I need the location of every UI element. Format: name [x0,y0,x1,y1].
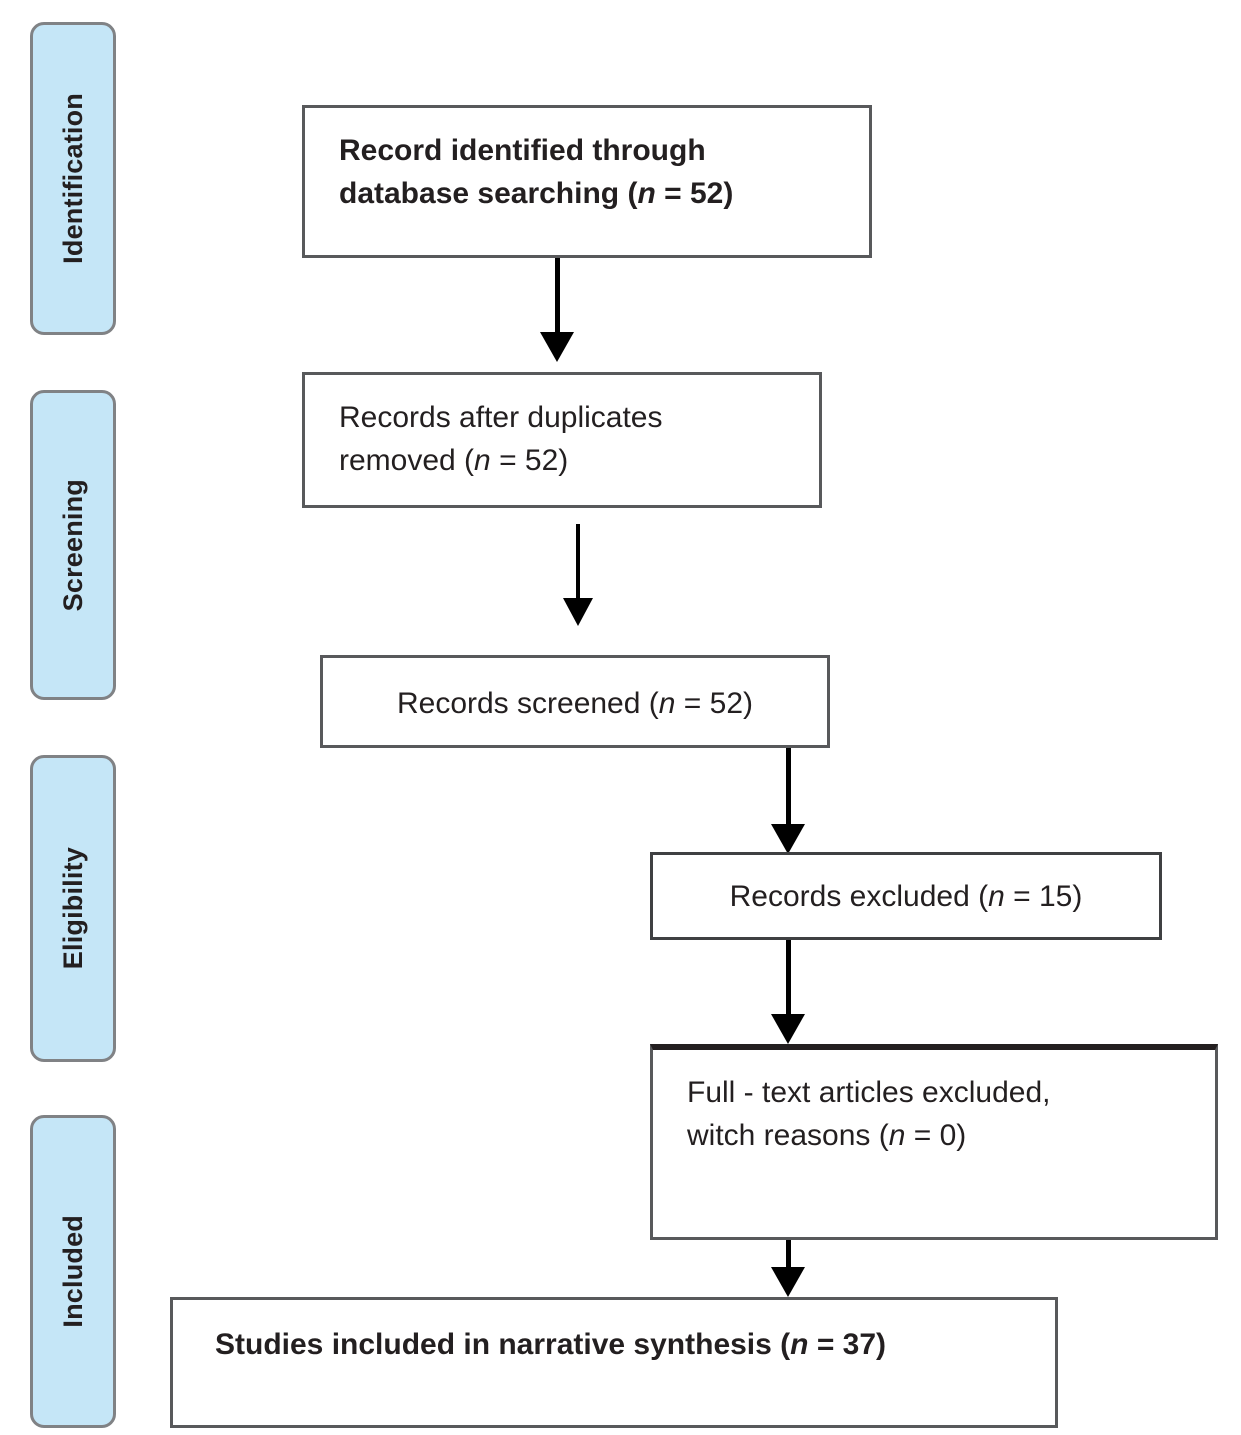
node-studies-included: Studies included in narrative synthesis … [170,1297,1058,1428]
node-fulltext-excluded: Full - text articles excluded, witch reas… [650,1044,1218,1240]
arrow-identified-to-duplicates [540,258,574,362]
node-text-line2-pre: database searching ( [339,176,638,210]
arrow-shaft [576,524,580,598]
arrow-excluded-to-fulltext [771,940,805,1044]
n-symbol: n [658,687,676,720]
node-text-line1-post: = 52) [675,687,754,720]
node-records-after-duplicates-text: Records after duplicates removed (n = 52) [305,375,663,482]
stage-identification: Identification [30,22,116,335]
stage-included: Included [30,1115,116,1428]
arrow-head [771,824,805,854]
node-records-screened: Records screened (n = 52) [320,655,830,748]
n-symbol: n [474,443,491,477]
arrow-shaft [785,1240,791,1268]
stage-eligibility-label: Eligibility [57,847,88,970]
n-symbol: n [888,1118,906,1152]
node-text-line1: Records excluded ( [729,880,989,913]
arrow-shaft [785,940,791,1014]
arrow-shaft [554,258,560,332]
stage-included-label: Included [57,1215,88,1328]
n-symbol: n [637,176,656,210]
arrow-screened-to-excluded [771,748,805,854]
node-text-line2-pre: removed ( [339,443,475,477]
arrow-head [771,1267,805,1297]
node-fulltext-excluded-text: Full - text articles excluded, witch reas… [653,1050,1050,1157]
node-records-identified: Record identified through database search… [302,105,872,258]
stage-eligibility: Eligibility [30,755,116,1062]
arrow-duplicates-to-screened [563,524,593,626]
arrow-head [771,1014,805,1044]
arrow-head [540,332,574,362]
node-text-line2-post: = 52) [655,176,734,210]
arrow-head [563,598,593,626]
node-records-excluded: Records excluded (n = 15) [650,852,1162,940]
node-records-identified-text: Record identified through database search… [305,108,733,215]
node-text-line1-post: = 15) [1004,880,1083,913]
node-text-line1-post: = 37) [808,1328,887,1361]
node-text-line1: Record identified through [339,134,706,167]
arrow-fulltext-to-included [771,1240,805,1297]
node-text-line2-pre: witch reasons ( [687,1118,889,1152]
node-text-line1: Full - text articles excluded, [687,1076,1051,1109]
node-records-excluded-text: Records excluded (n = 15) [653,855,1159,919]
node-text-line1: Studies included in narrative synthesis … [215,1328,791,1361]
node-text-line2-post: = 52) [490,443,569,477]
stage-identification-label: Identification [57,93,88,264]
n-symbol: n [988,880,1005,913]
stage-screening: Screening [30,390,116,700]
node-text-line1: Records screened ( [396,687,659,720]
n-symbol: n [790,1328,809,1361]
node-text-line2-post: = 0) [905,1118,967,1152]
arrow-shaft [785,748,791,824]
node-records-screened-text: Records screened (n = 52) [323,658,827,726]
stage-screening-label: Screening [57,478,88,612]
node-records-after-duplicates: Records after duplicates removed (n = 52) [302,372,822,508]
node-studies-included-text: Studies included in narrative synthesis … [173,1300,886,1367]
node-text-line1: Records after duplicates [339,401,663,434]
